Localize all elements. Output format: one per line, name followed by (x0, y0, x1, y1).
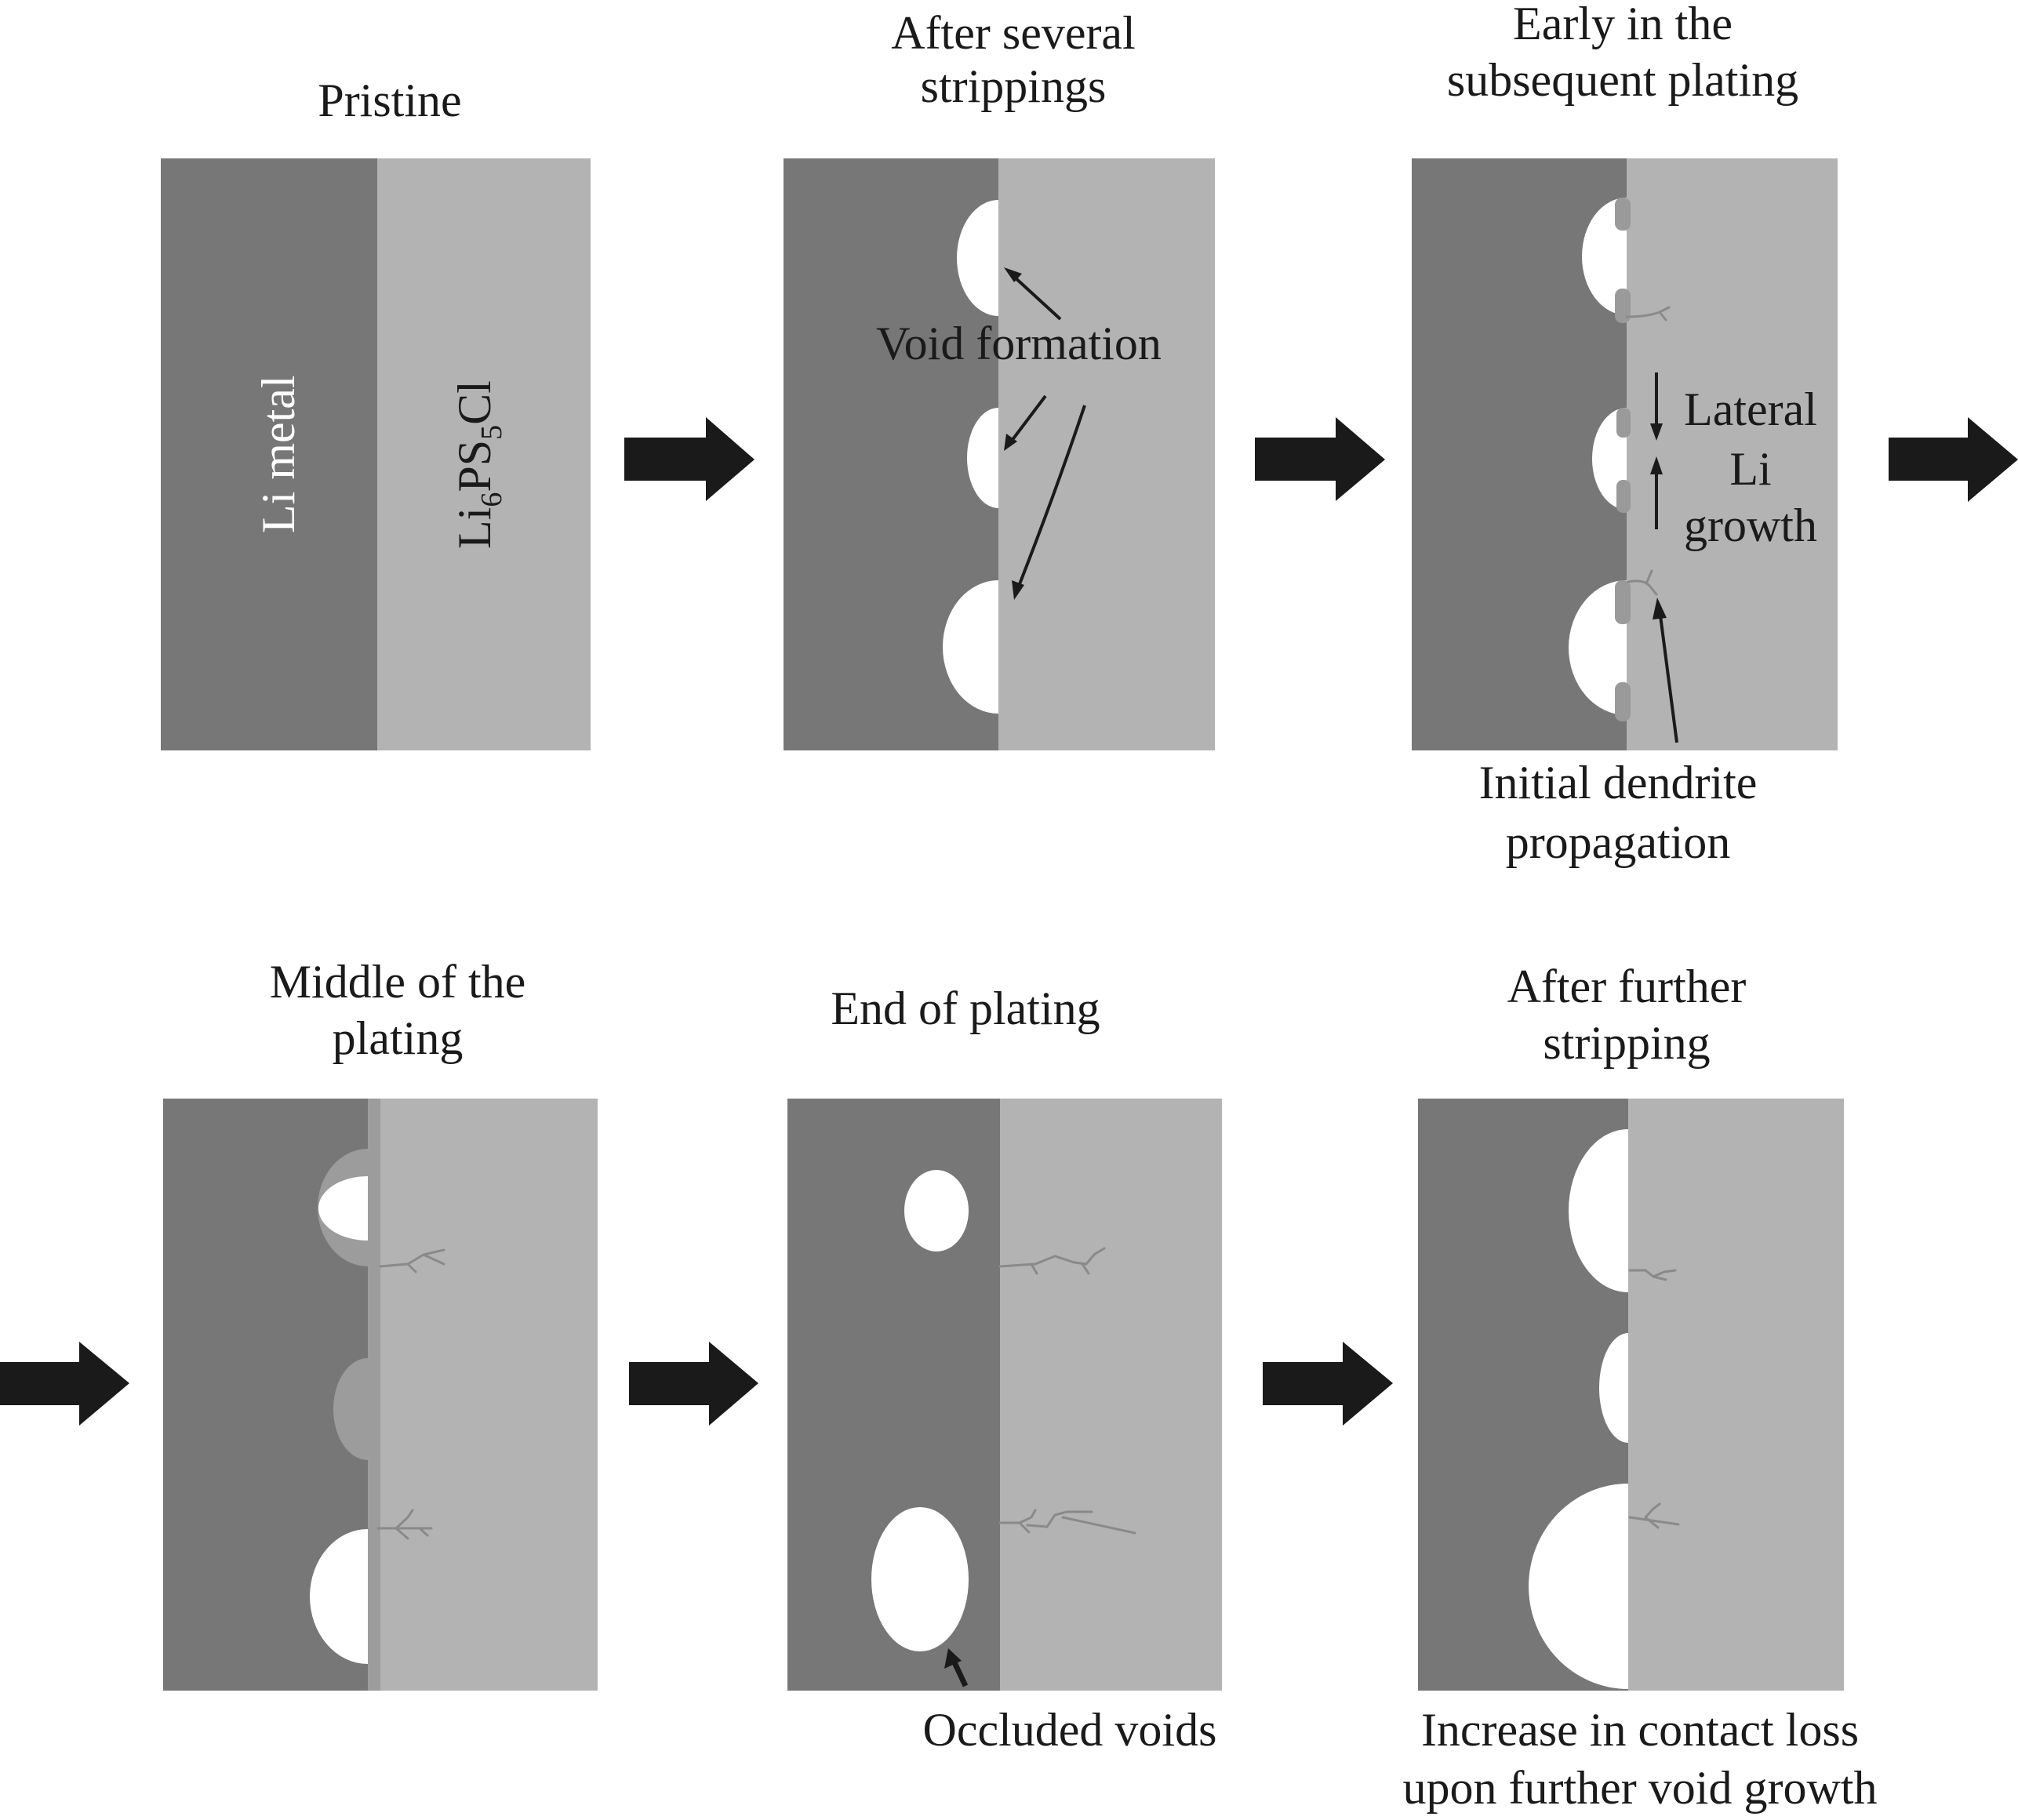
arrowhead-icon (944, 1648, 962, 1669)
process-arrow-icon (1255, 417, 1385, 501)
pointer-arrow (951, 1659, 969, 1687)
occluded-void (871, 1507, 969, 1651)
filled-void (333, 1358, 368, 1460)
void (943, 580, 998, 714)
void (967, 408, 998, 508)
panel-title-line1: Early in the (1513, 0, 1733, 49)
pointer-arrow (1016, 405, 1086, 589)
electrolyte-layer (1000, 1099, 1222, 1691)
void (957, 200, 998, 316)
plated-li-nub (1616, 408, 1631, 438)
panel-title-line2: stripping (1543, 1017, 1710, 1069)
process-arrow-icon (629, 1342, 758, 1426)
panel-title-line2: subsequent plating (1447, 54, 1798, 106)
panel-title: End of plating (831, 983, 1100, 1034)
process-arrow-icon (1889, 417, 2018, 502)
panel-middle-plating: Middle of the plating (163, 956, 598, 1691)
panel-title-line1: After several (891, 7, 1135, 59)
plated-li-interface (368, 1099, 380, 1691)
void (1569, 1129, 1628, 1292)
occluded-void (904, 1170, 969, 1251)
dendrite (998, 1247, 1106, 1275)
li-metal-label: Li metal (253, 375, 304, 533)
pointer-arrow (1659, 615, 1678, 743)
process-arrow-icon (624, 417, 754, 501)
electrolyte-layer (998, 158, 1215, 750)
plated-li-nub (1615, 580, 1631, 624)
arrowhead-icon (1004, 434, 1017, 451)
electrolyte-layer (1628, 1099, 1844, 1691)
panel-title-line2: plating (333, 1012, 464, 1064)
arrowhead-icon (1653, 598, 1667, 619)
panel-end-plating: End of plating Occluded voids (787, 983, 1222, 1756)
arrowhead-icon (1012, 580, 1024, 600)
void (1582, 198, 1627, 315)
dendrite (1627, 569, 1658, 596)
dendrite (1628, 1502, 1680, 1529)
arrowhead-icon (1004, 267, 1022, 282)
lateral-growth-line2: Li (1729, 443, 1771, 495)
pointer-arrow (1012, 274, 1062, 321)
panel-title-line2: strippings (921, 60, 1107, 112)
electrolyte-layer (377, 158, 591, 750)
panel-after-several-strippings: After several strippings Void formation (784, 7, 1215, 750)
void (1529, 1484, 1628, 1689)
panel-pristine: Pristine Li metal Li6PS5Cl (161, 74, 591, 750)
electrolyte-label: Li6PS5Cl (449, 380, 508, 549)
panel-after-further-stripping: After further stripping Increase in cont… (1403, 961, 1878, 1814)
void (318, 1176, 368, 1241)
void (310, 1529, 368, 1664)
dendrite (1625, 306, 1671, 321)
pointer-arrow (1010, 394, 1047, 442)
void-formation-label: Void formation (876, 318, 1162, 369)
panel-title-line1: After further (1507, 961, 1747, 1012)
initial-dendrite-line2: propagation (1506, 816, 1731, 868)
dendrite (379, 1248, 445, 1273)
contact-loss-line1: Increase in contact loss (1421, 1704, 1859, 1756)
process-arrow-icon (0, 1342, 129, 1426)
plated-li-nub (1615, 289, 1631, 323)
lateral-growth-line3: growth (1684, 500, 1817, 551)
electrolyte-layer (1627, 158, 1838, 750)
plated-li-nub (1615, 682, 1631, 721)
occluded-voids-label: Occluded voids (923, 1704, 1217, 1756)
lateral-growth-line1: Lateral (1684, 383, 1817, 435)
initial-dendrite-line1: Initial dendrite (1479, 757, 1758, 808)
li-metal-layer (161, 158, 377, 750)
panel-early-plating: Early in the subsequent plating Lateral … (1412, 0, 1838, 868)
process-arrow-icon (1263, 1342, 1393, 1426)
void (1569, 580, 1627, 715)
arrowhead-icon (1650, 456, 1663, 474)
plated-li-nub (1615, 198, 1631, 231)
dendrite (376, 1509, 433, 1540)
dendrite (1628, 1269, 1677, 1281)
arrowhead-icon (1650, 423, 1663, 441)
void (1599, 1333, 1628, 1443)
panel-title: Pristine (318, 74, 461, 126)
contact-loss-line2: upon further void growth (1403, 1762, 1878, 1814)
plated-li-nub (1616, 480, 1631, 513)
electrolyte-layer (380, 1099, 598, 1691)
dendrite (998, 1509, 1136, 1535)
panel-title-line1: Middle of the (270, 956, 526, 1008)
